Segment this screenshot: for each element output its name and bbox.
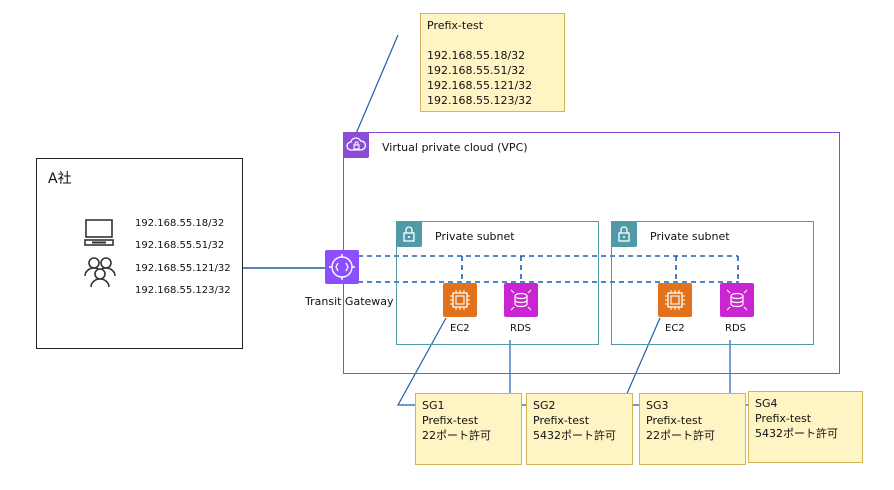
transit-gateway-label: Transit Gateway bbox=[305, 295, 394, 308]
sg-prefix: Prefix-test bbox=[646, 414, 703, 427]
users-icon bbox=[84, 257, 116, 288]
company-ip: 192.168.55.123/32 bbox=[135, 285, 231, 296]
rds-icon bbox=[504, 283, 538, 317]
security-group-note-3: SG3 Prefix-test 22ポート許可 bbox=[639, 393, 746, 465]
security-group-note-2: SG2 Prefix-test 5432ポート許可 bbox=[526, 393, 633, 465]
subnet-label: Private subnet bbox=[650, 230, 730, 243]
rds-label: RDS bbox=[725, 323, 746, 334]
sg-name: SG1 bbox=[422, 399, 445, 412]
laptop-icon bbox=[84, 219, 114, 246]
lock-icon bbox=[396, 221, 422, 247]
prefix-entry: 192.168.55.123/32 bbox=[427, 94, 533, 107]
transit-gateway-icon bbox=[325, 250, 359, 284]
ec2-icon bbox=[443, 283, 477, 317]
company-ip: 192.168.55.51/32 bbox=[135, 240, 225, 251]
company-ip: 192.168.55.18/32 bbox=[135, 218, 225, 229]
prefix-list-title: Prefix-test bbox=[427, 19, 484, 32]
sg-rule: 5432ポート許可 bbox=[755, 427, 838, 440]
prefix-entry: 192.168.55.51/32 bbox=[427, 64, 526, 77]
lock-icon bbox=[611, 221, 637, 247]
sg-name: SG3 bbox=[646, 399, 669, 412]
company-box: A社 192.168.55.18/32 192.168.55.51/32 192… bbox=[36, 158, 243, 349]
vpc-icon bbox=[343, 132, 369, 158]
sg-rule: 5432ポート許可 bbox=[533, 429, 616, 442]
subnet-label: Private subnet bbox=[435, 230, 515, 243]
prefix-list-note: Prefix-test 192.168.55.18/32 192.168.55.… bbox=[420, 13, 565, 112]
ec2-icon bbox=[658, 283, 692, 317]
sg-rule: 22ポート許可 bbox=[646, 429, 715, 442]
sg-name: SG2 bbox=[533, 399, 556, 412]
sg-prefix: Prefix-test bbox=[755, 412, 812, 425]
sg-prefix: Prefix-test bbox=[422, 414, 479, 427]
sg-prefix: Prefix-test bbox=[533, 414, 590, 427]
sg-rule: 22ポート許可 bbox=[422, 429, 491, 442]
ec2-label: EC2 bbox=[450, 323, 470, 334]
ec2-label: EC2 bbox=[665, 323, 685, 334]
private-subnet-2 bbox=[611, 221, 814, 345]
rds-label: RDS bbox=[510, 323, 531, 334]
prefix-entry: 192.168.55.121/32 bbox=[427, 79, 533, 92]
security-group-note-4: SG4 Prefix-test 5432ポート許可 bbox=[748, 391, 863, 463]
rds-icon bbox=[720, 283, 754, 317]
company-name: A社 bbox=[48, 171, 72, 187]
company-ip: 192.168.55.121/32 bbox=[135, 263, 231, 274]
vpc-label: Virtual private cloud (VPC) bbox=[382, 141, 528, 154]
private-subnet-1 bbox=[396, 221, 599, 345]
sg-name: SG4 bbox=[755, 397, 778, 410]
security-group-note-1: SG1 Prefix-test 22ポート許可 bbox=[415, 393, 522, 465]
prefix-entry: 192.168.55.18/32 bbox=[427, 49, 526, 62]
